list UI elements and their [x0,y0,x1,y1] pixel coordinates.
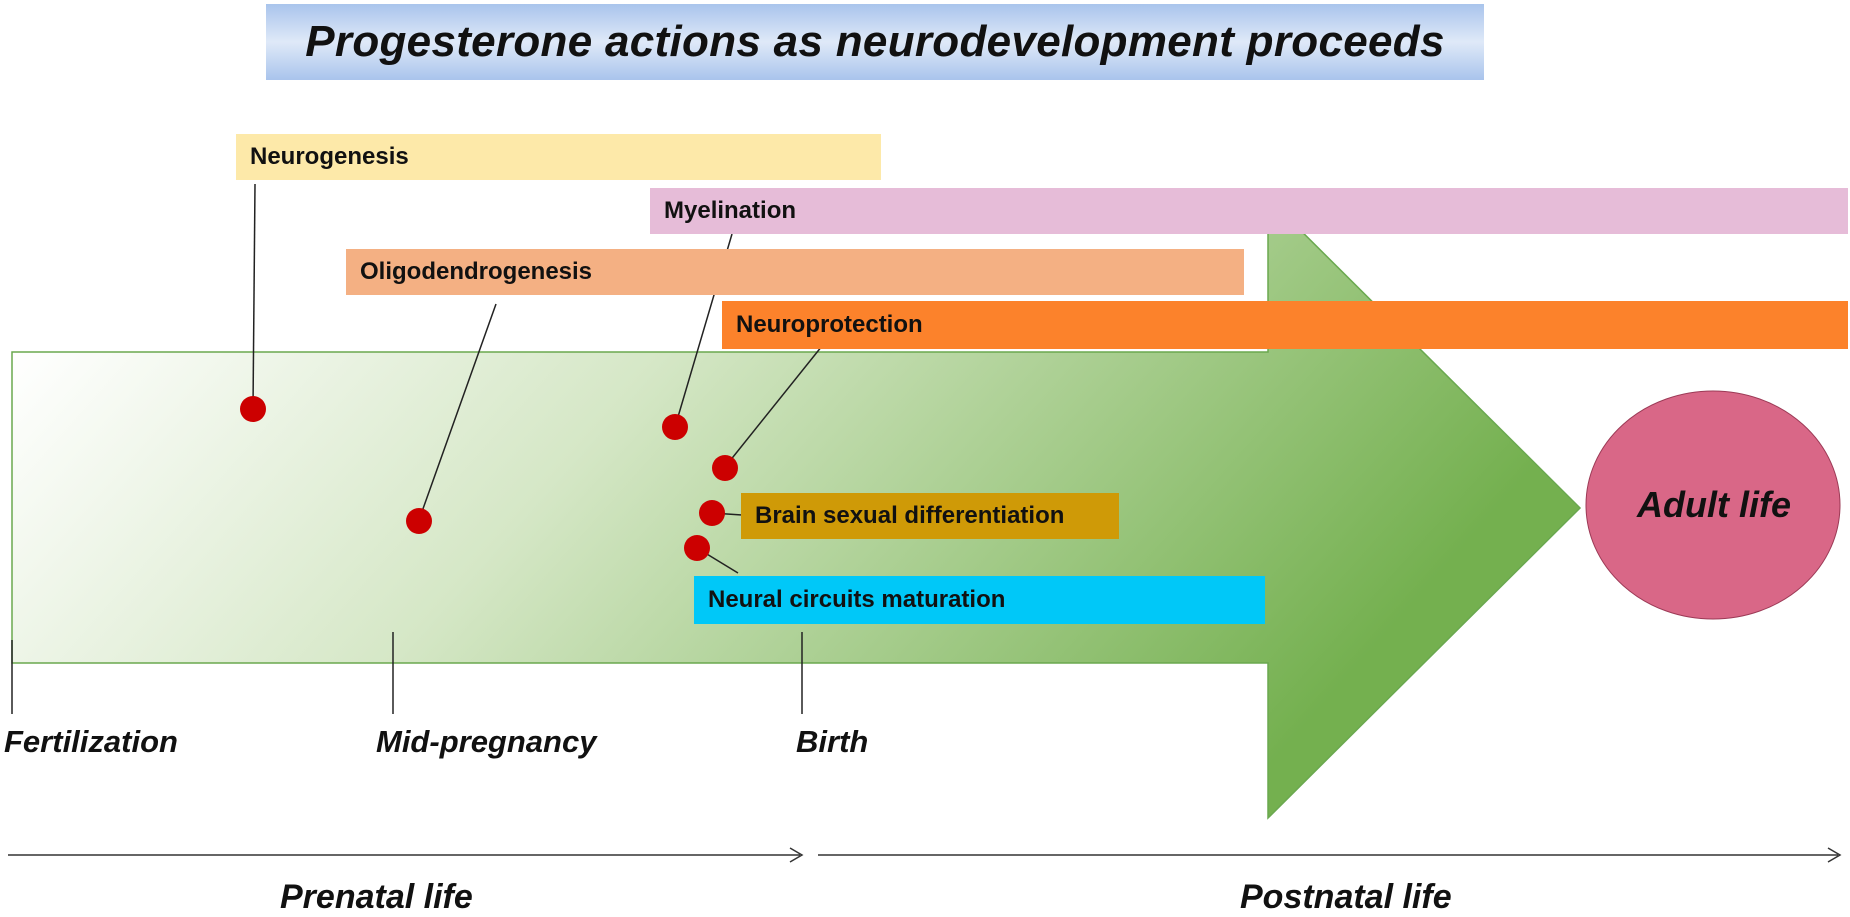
neural-circuits-maturation-label: Neural circuits maturation [708,586,1006,613]
neuroprotection-label: Neuroprotection [736,311,923,338]
neural-circuits-maturation-bar: Neural circuits maturation [694,576,1265,624]
prenatal-life-label: Prenatal life [280,878,473,916]
postnatal-life-label: Postnatal life [1240,878,1452,916]
oligodendrogenesis-dot [406,508,432,534]
mid-pregnancy-label: Mid-pregnancy [376,724,597,759]
neurogenesis-dot [240,396,266,422]
neurogenesis-connector [252,183,256,409]
neurogenesis-label: Neurogenesis [250,143,409,170]
oligodendrogenesis-bar: Oligodendrogenesis [346,249,1244,295]
myelination-bar: Myelination [650,188,1848,234]
neurogenesis-bar: Neurogenesis [236,134,881,180]
neuroprotection-dot [712,455,738,481]
birth-label: Birth [796,724,869,759]
neuroprotection-bar: Neuroprotection [722,301,1848,349]
adult-life-circle [1585,390,1841,620]
postnatal-arrowhead [1827,847,1842,863]
fertilization-label: Fertilization [4,724,178,759]
myelination-label: Myelination [664,197,797,224]
brain-sexual-differentiation-label: Brain sexual differentiation [755,502,1065,529]
circuits-maturation-dot [684,535,710,561]
brain-sexual-differentiation-bar: Brain sexual differentiation [741,493,1119,539]
myelination-dot [662,414,688,440]
prenatal-arrowhead [789,847,804,863]
adult-life-label: Adult life [1637,484,1791,525]
title-banner: Progesterone actions as neurodevelopment… [266,4,1484,80]
sexual-differentiation-dot [699,500,725,526]
neuroprotection-connector [724,345,823,468]
diagram-title: Progesterone actions as neurodevelopment… [305,17,1445,66]
oligodendrogenesis-connector [418,303,497,521]
oligodendrogenesis-label: Oligodendrogenesis [360,258,593,285]
